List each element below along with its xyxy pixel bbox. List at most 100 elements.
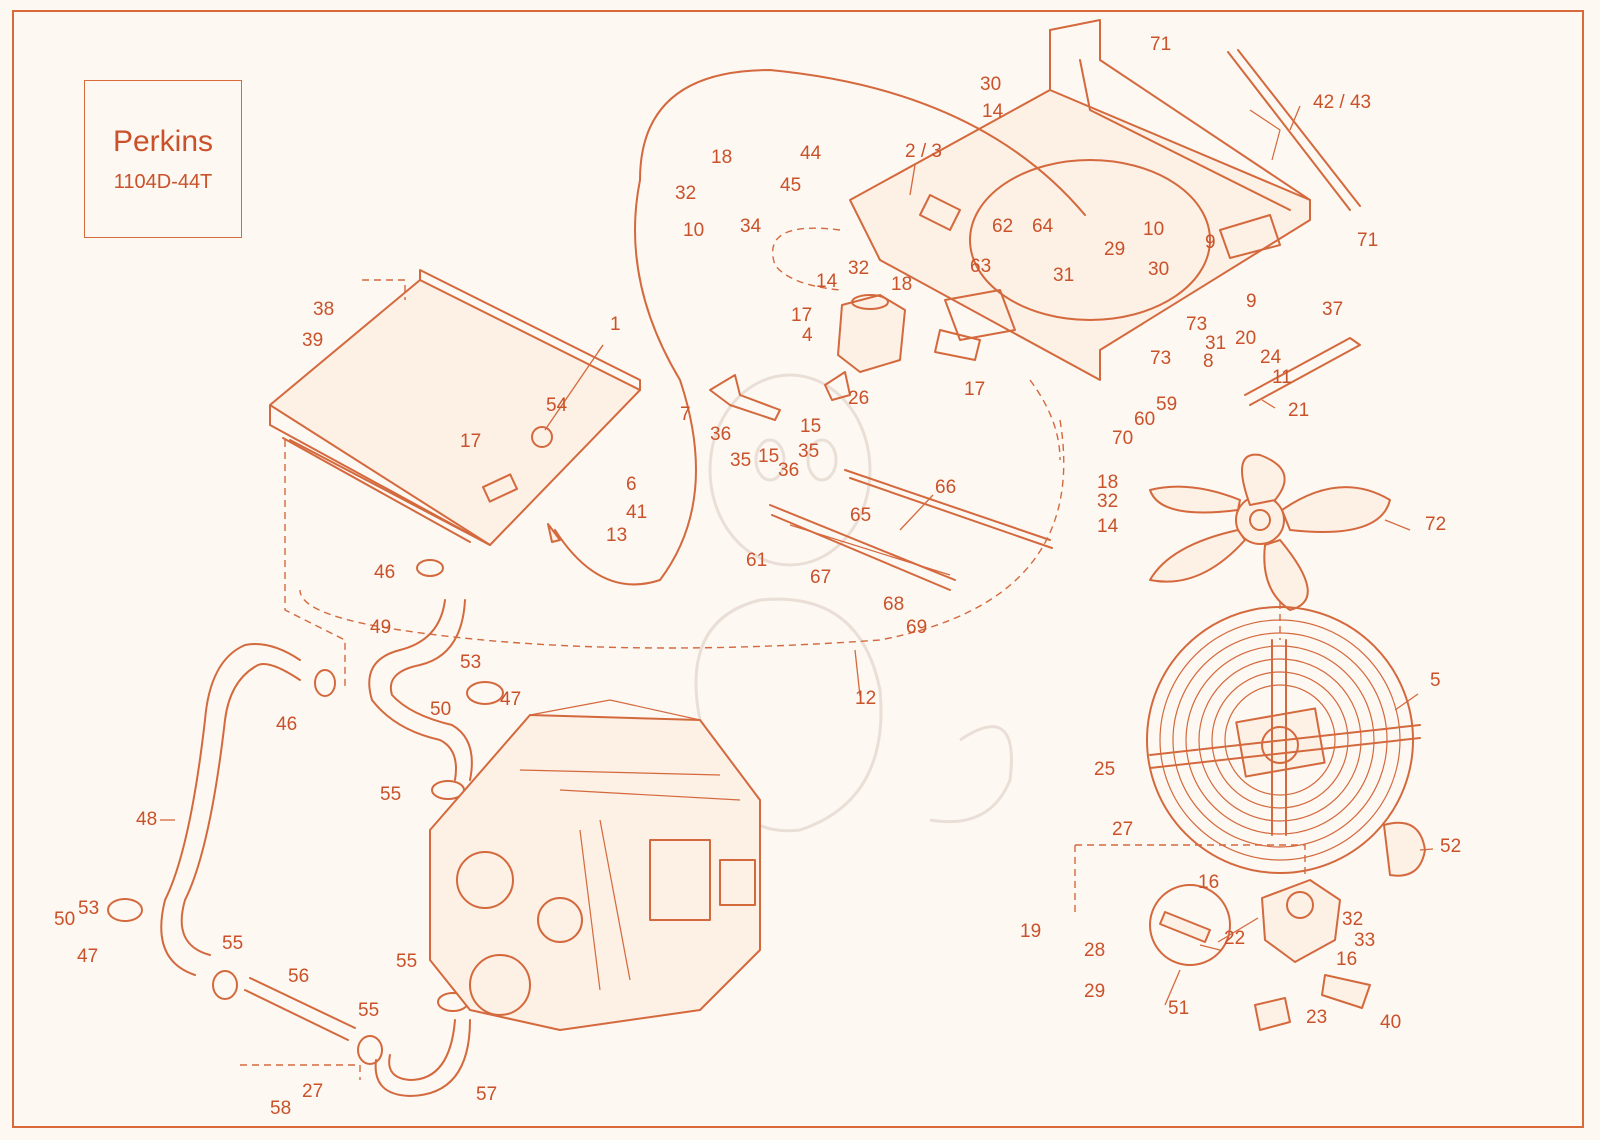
part-callout-59: 59: [1156, 394, 1177, 415]
part-callout-44: 44: [800, 143, 822, 164]
bracket-21: [1244, 337, 1361, 406]
part-callout-15: 15: [758, 446, 779, 467]
part-callout-26: 26: [848, 388, 869, 409]
part-callout-27: 27: [302, 1081, 323, 1102]
part-callout-6: 6: [626, 474, 637, 495]
part-callout-54: 54: [546, 395, 568, 416]
part-callout-24: 24: [1260, 347, 1282, 368]
part-callout-10: 10: [1143, 219, 1164, 240]
engine-hose-inner: [374, 1019, 471, 1097]
support-stays: [769, 469, 1053, 591]
part-callout-71: 71: [1357, 230, 1378, 251]
part-callout-36: 36: [710, 424, 731, 445]
part-callout-48: 48: [136, 809, 157, 830]
fan-motor: [1149, 821, 1426, 1031]
cooling-fan: [1149, 453, 1391, 611]
part-callout-32: 32: [848, 258, 869, 279]
part-callout-25: 25: [1094, 759, 1115, 780]
part-callout-37: 37: [1322, 299, 1343, 320]
part-callout-31: 31: [1053, 265, 1074, 286]
part-callout-11: 11: [1272, 367, 1292, 388]
part-callout-15: 15: [800, 416, 821, 437]
part-callout-30: 30: [1148, 259, 1169, 280]
expansion-tank: [837, 294, 906, 373]
part-callout-41: 41: [626, 502, 647, 523]
fan-guard: [1146, 606, 1421, 874]
part-callout-30: 30: [980, 74, 1001, 95]
part-callout-65: 65: [850, 505, 871, 526]
part-callout-46: 46: [374, 562, 395, 583]
part-callout-14: 14: [982, 101, 1004, 122]
part-callout-4: 4: [802, 325, 813, 346]
part-callout-7: 7: [680, 404, 691, 425]
engine-hose: [388, 1019, 456, 1081]
part-callout-13: 13: [606, 525, 627, 546]
part-callout-72: 72: [1425, 514, 1446, 535]
part-callout-63: 63: [970, 256, 991, 277]
gas-strut: [1227, 49, 1361, 211]
brand-name: Perkins: [112, 124, 214, 158]
part-callout-70: 70: [1112, 428, 1133, 449]
sheet-border: [12, 10, 1584, 1128]
part-callout-51: 51: [1168, 998, 1189, 1019]
part-callout-50: 50: [54, 909, 75, 930]
part-callout-73: 73: [1186, 314, 1207, 335]
part-callout-36: 36: [778, 460, 799, 481]
part-callout-23: 23: [1306, 1007, 1327, 1028]
title-block: Perkins 1104D-44T: [84, 80, 242, 238]
part-callout-16: 16: [1198, 872, 1219, 893]
part-callout-8: 8: [1203, 351, 1214, 372]
callout-leaders: [160, 105, 1434, 1006]
part-callout-71: 71: [1150, 34, 1171, 55]
part-callout-67: 67: [810, 567, 831, 588]
part-callout-14: 14: [1097, 516, 1119, 537]
part-callout-53: 53: [460, 652, 481, 673]
part-callout-21: 21: [1288, 400, 1309, 421]
part-callout-18: 18: [711, 147, 732, 168]
part-callout-46: 46: [276, 714, 297, 735]
part-callout-28: 28: [1084, 940, 1105, 961]
radiator-assembly: [269, 269, 641, 546]
part-callout-55: 55: [222, 933, 243, 954]
part-callout-17: 17: [460, 431, 481, 452]
part-callout-60: 60: [1134, 409, 1155, 430]
part-callout-14: 14: [816, 271, 838, 292]
part-callout-39: 39: [302, 330, 323, 351]
part-callout-62: 62: [992, 216, 1013, 237]
assembly-guide-lines: [240, 379, 1306, 1080]
part-callout-61: 61: [746, 550, 767, 571]
part-callout-12: 12: [855, 688, 876, 709]
part-callout-17: 17: [791, 305, 812, 326]
part-callout-22: 22: [1224, 928, 1245, 949]
part-callout-18: 18: [891, 274, 912, 295]
part-callout-9: 9: [1246, 291, 1257, 312]
part-callout-45: 45: [780, 175, 801, 196]
lower-hose: [160, 643, 301, 976]
part-callout-33: 33: [1354, 930, 1375, 951]
part-callout-57: 57: [476, 1084, 497, 1105]
part-callout-16: 16: [1336, 949, 1357, 970]
hose-clamps: [107, 559, 504, 1065]
hose-route-line: [554, 69, 1086, 586]
part-callout-40: 40: [1380, 1012, 1401, 1033]
hose-loop: [771, 227, 841, 291]
part-callout-73: 73: [1150, 348, 1171, 369]
part-callout-1: 1: [610, 314, 621, 335]
part-callout-69: 69: [906, 617, 927, 638]
part-callout-68: 68: [883, 594, 904, 615]
flow-arrow-icon: [547, 523, 561, 543]
part-callout-55: 55: [358, 1000, 379, 1021]
part-callout-66: 66: [935, 477, 956, 498]
part-callout-32: 32: [1342, 909, 1363, 930]
upper-hose-inner: [389, 599, 473, 781]
part-callout-53: 53: [78, 898, 99, 919]
part-callout-27: 27: [1112, 819, 1133, 840]
bracket-7: [709, 374, 781, 421]
upper-hose: [368, 599, 457, 781]
part-callout-50: 50: [430, 699, 451, 720]
part-callout-55: 55: [380, 784, 401, 805]
part-callout-19: 19: [1020, 921, 1041, 942]
